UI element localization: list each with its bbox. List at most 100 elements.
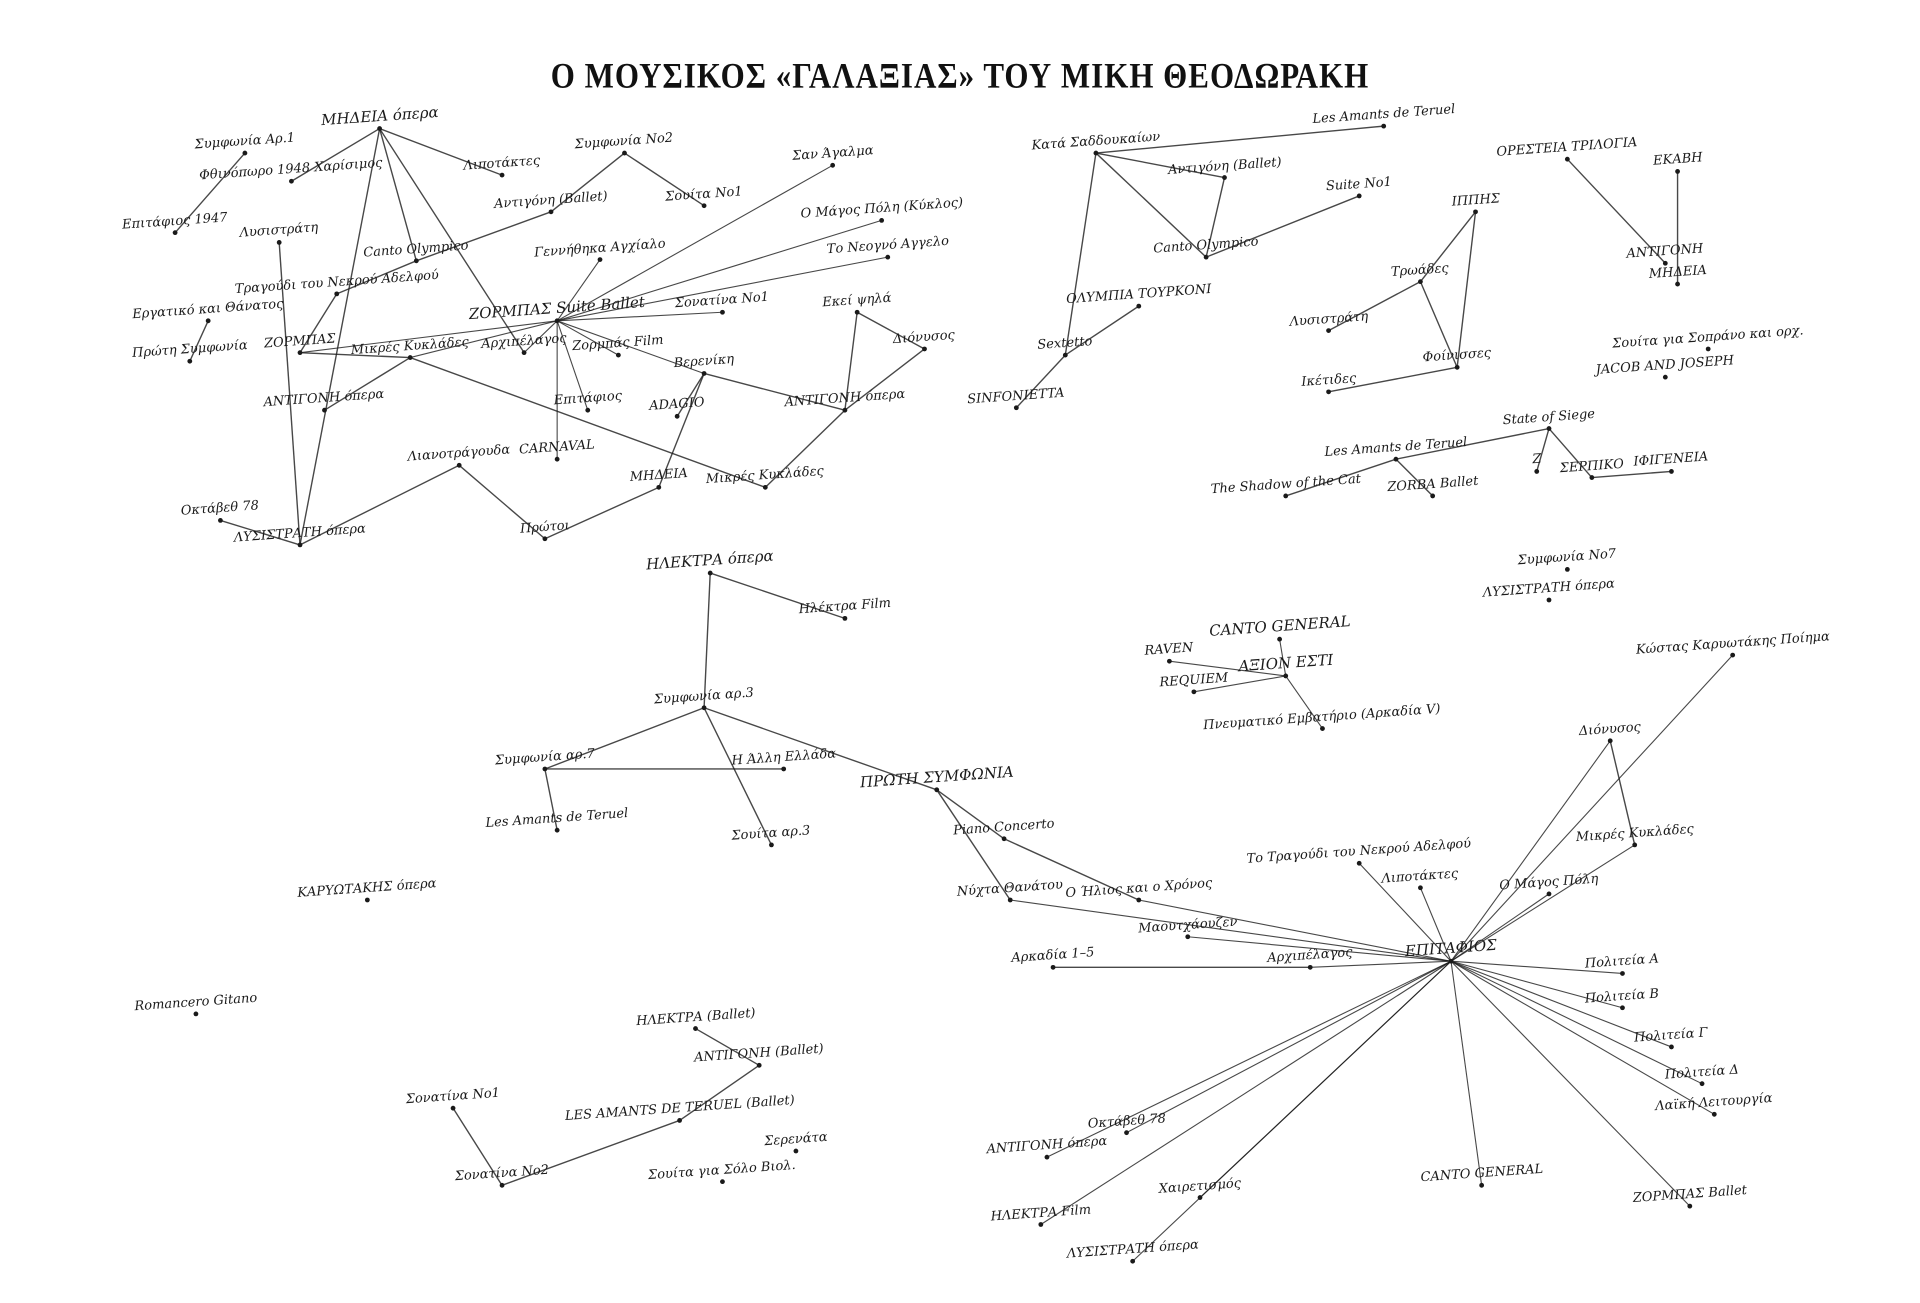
- edge-line: [1003, 838, 1140, 901]
- edge-line: [1450, 893, 1550, 962]
- edge-line: [1010, 899, 1452, 962]
- node-dot: [554, 827, 560, 833]
- edge-line: [1450, 960, 1715, 1115]
- edge-line: [703, 372, 846, 411]
- node-dot: [1283, 493, 1289, 499]
- node-dot: [597, 257, 603, 262]
- node-dot: [1326, 389, 1331, 395]
- node-dot: [554, 456, 560, 462]
- node-dot: [499, 172, 505, 178]
- node-dot: [1130, 1258, 1136, 1264]
- edge-line: [1285, 675, 1323, 729]
- node-dot: [701, 371, 707, 376]
- node-dot: [289, 178, 294, 184]
- edge-line: [1040, 960, 1452, 1225]
- node-label: Ζ: [1531, 452, 1542, 468]
- edge-line: [844, 348, 925, 411]
- edge-line: [378, 128, 418, 262]
- node-dot: [1546, 891, 1552, 897]
- edge-line: [544, 486, 660, 540]
- edge-line: [324, 356, 411, 411]
- node-dot: [1124, 1130, 1129, 1136]
- node-label: ΣΕΡΠΙΚΟ: [1559, 456, 1625, 476]
- node-label: Ικέτιδες: [1300, 370, 1357, 390]
- node-dot: [934, 787, 940, 793]
- node-dot: [793, 1148, 799, 1154]
- node-dot: [242, 150, 248, 156]
- edge-line: [1450, 960, 1691, 1207]
- edge-line: [1126, 960, 1452, 1134]
- node-dot: [1534, 469, 1540, 474]
- edge-line: [1138, 899, 1452, 962]
- edge-line: [1566, 158, 1666, 264]
- edge-line: [299, 351, 411, 359]
- node-dot: [322, 407, 327, 413]
- node-dot: [1013, 405, 1019, 411]
- node-dot: [1454, 364, 1460, 370]
- node-dot: [701, 203, 707, 209]
- node-label: RAVEN: [1144, 640, 1195, 659]
- node-dot: [1418, 279, 1423, 285]
- node-dot: [1185, 934, 1191, 940]
- edge-line: [1450, 740, 1611, 962]
- edge-line: [1279, 639, 1287, 677]
- edge-line: [556, 320, 705, 374]
- node-dot: [693, 1026, 698, 1031]
- edge-line: [1591, 470, 1672, 479]
- edge-line: [658, 373, 705, 488]
- node-dot: [1479, 1182, 1485, 1188]
- node-dot: [1662, 260, 1668, 266]
- node-label: Τρωάδες: [1390, 260, 1450, 280]
- node-dot: [1050, 964, 1056, 970]
- edge-line: [1450, 960, 1672, 1048]
- edge-line: [703, 707, 937, 791]
- edge-line: [291, 127, 380, 182]
- node-dot: [707, 570, 713, 576]
- node-dot: [879, 218, 885, 223]
- edge-line: [1169, 660, 1286, 677]
- node-dot: [1632, 842, 1638, 848]
- edge-line: [299, 128, 381, 546]
- edge-line: [1548, 428, 1593, 479]
- edge-line: [416, 211, 552, 262]
- node-dot: [1675, 281, 1680, 287]
- node-dot: [1166, 658, 1172, 664]
- node-label: Sextetto: [1037, 334, 1094, 354]
- node-dot: [615, 352, 621, 358]
- node-dot: [413, 258, 419, 264]
- edge-line: [278, 242, 301, 545]
- node-dot: [187, 358, 193, 364]
- node-label: ΕΚΑΒΗ: [1652, 150, 1703, 170]
- edge-line: [624, 152, 705, 207]
- node-dot: [1356, 193, 1362, 199]
- node-dot: [1669, 1044, 1674, 1050]
- node-dot: [842, 615, 848, 621]
- node-dot: [1222, 175, 1227, 180]
- node-dot: [499, 1182, 505, 1188]
- node-dot: [1093, 150, 1099, 156]
- node-dot: [1730, 652, 1736, 658]
- edge-line: [1536, 428, 1550, 472]
- edge-line: [410, 320, 558, 359]
- node-dot: [1675, 169, 1680, 174]
- node-dot: [1001, 836, 1007, 842]
- node-dot: [364, 897, 370, 903]
- edge-line: [523, 320, 558, 354]
- node-dot: [297, 350, 303, 356]
- node-dot: [585, 407, 591, 413]
- node-dot: [1307, 964, 1313, 970]
- edge-line: [557, 256, 888, 322]
- edge-line: [1450, 960, 1623, 1009]
- edge-line: [1205, 195, 1360, 258]
- node-dot: [377, 126, 382, 131]
- node-dot: [205, 318, 211, 324]
- node-dot: [172, 230, 178, 236]
- node-dot: [1277, 636, 1283, 642]
- node-dot: [781, 766, 787, 772]
- node-dot: [1662, 374, 1668, 380]
- node-dot: [854, 309, 860, 315]
- node-dot: [1136, 897, 1142, 903]
- edge-line: [1328, 366, 1458, 393]
- edge-line: [1609, 740, 1636, 846]
- edge-line: [1205, 177, 1226, 258]
